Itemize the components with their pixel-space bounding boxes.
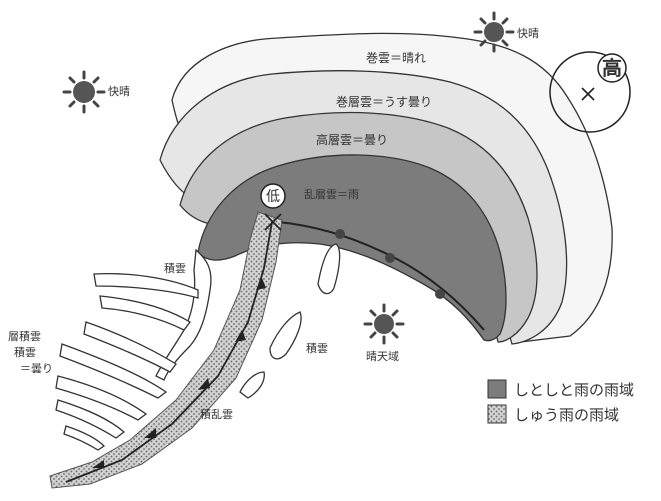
cumulus-cloud (318, 244, 340, 294)
front-marker (435, 289, 445, 299)
stratocumulus-strip (94, 274, 198, 298)
clear-sky-label: 快晴 (108, 85, 130, 98)
front-marker (385, 253, 395, 263)
front-marker (335, 229, 345, 239)
stratocumulus-label: 積雲 (14, 345, 36, 359)
nimbostratus-label: 乱層雲＝雨 (304, 188, 359, 201)
stratocumulus-strip (100, 296, 190, 330)
high-pressure-label: 高 (602, 56, 622, 80)
altostratus-label: 高層雲＝曇り (316, 132, 388, 147)
cirrostratus-label: 巻層雲＝うす曇り (336, 95, 432, 109)
stratocumulus-strip (64, 426, 104, 450)
clear-area-label: 晴天域 (366, 350, 399, 363)
legend-steady-rain-swatch (488, 380, 506, 398)
cumulus-label: 積雲 (164, 261, 186, 275)
cumulonimbus-label: 積乱雲 (200, 407, 233, 421)
sun-icon (64, 72, 104, 112)
legend-shower-rain-swatch (488, 405, 506, 423)
legend-shower-rain-label: しゅう雨の雨域 (514, 406, 619, 424)
cirrus-label: 巻雲＝晴れ (366, 51, 426, 65)
legend-steady-rain-label: しとしと雨の雨域 (514, 381, 634, 399)
sun-icon (475, 13, 513, 51)
clear-sky-label: 快晴 (517, 27, 539, 40)
low-pressure-label: 低 (266, 189, 280, 205)
cumulus-cloud (270, 312, 301, 359)
sun-icon (365, 305, 403, 343)
cumulus-label: 積雲 (306, 341, 328, 355)
shower-band (50, 212, 282, 488)
high-center-cross (582, 88, 594, 100)
stratocumulus-label: ＝曇り (20, 362, 53, 375)
cumulus-cloud (240, 372, 264, 398)
stratocumulus-label: 層積雲 (8, 329, 41, 343)
